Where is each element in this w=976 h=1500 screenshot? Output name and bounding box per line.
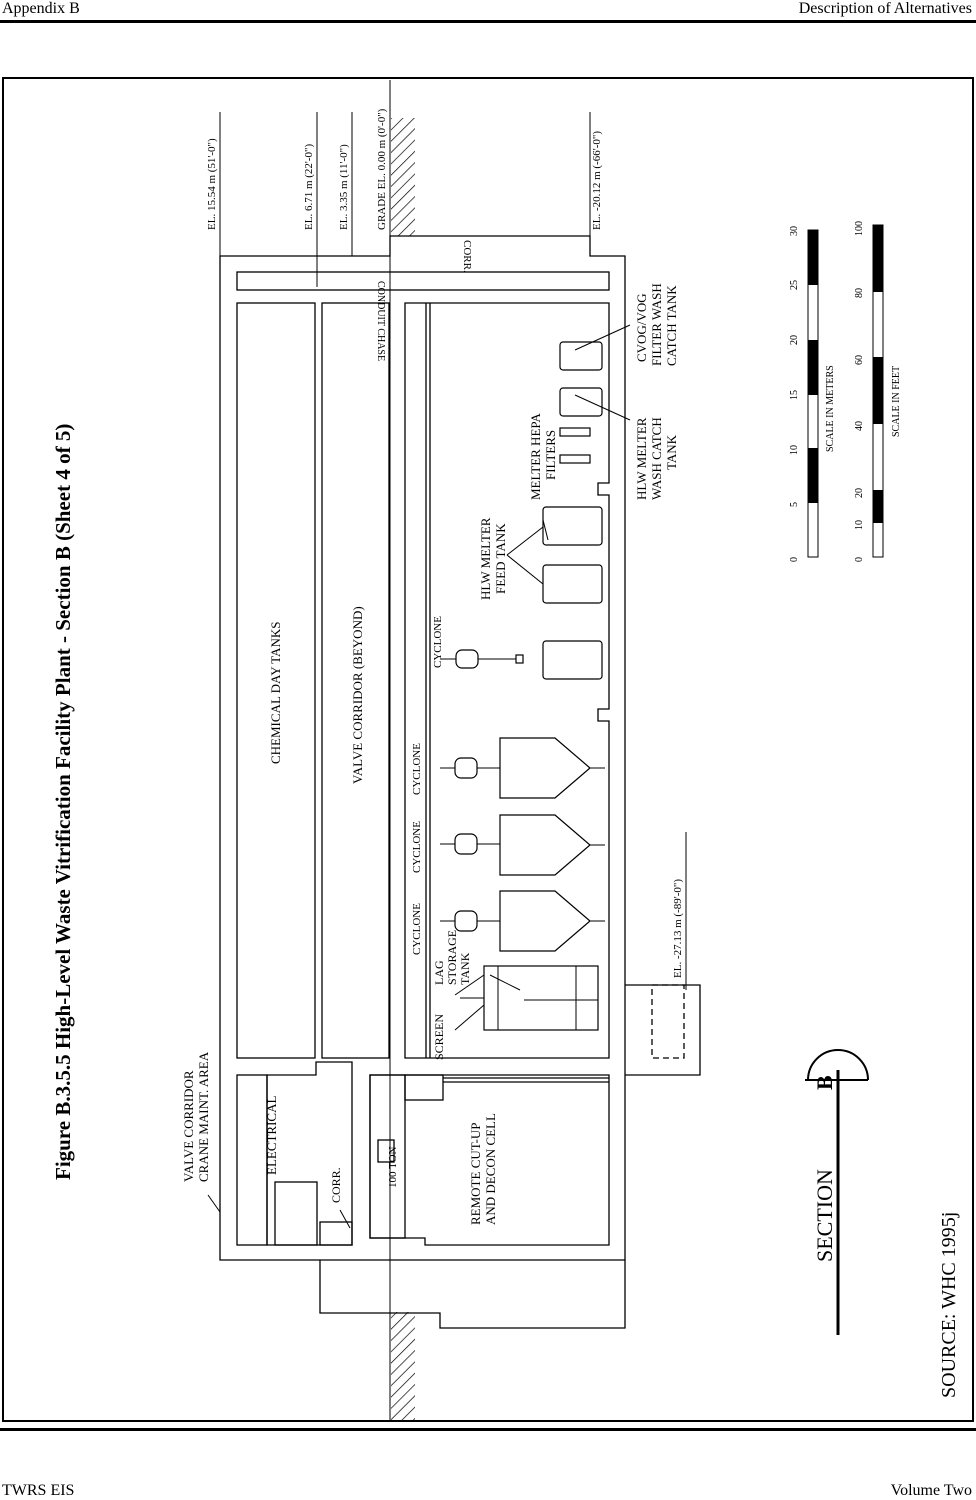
elevation-label: EL. -20.12 m (-66'-0") xyxy=(591,131,603,230)
header-rule xyxy=(0,20,976,23)
scale-tick-label: 25 xyxy=(789,280,800,290)
cyclone-label: CYCLONE xyxy=(411,743,423,795)
valve-corridor-beyond-label: VALVE CORRIDOR (BEYOND) xyxy=(350,606,365,784)
cyclone-label: CYCLONE xyxy=(432,616,444,668)
hlw-melter-feed-tank xyxy=(542,564,603,604)
tank xyxy=(542,640,603,680)
conduit-chase-label: CONDUIT CHASE xyxy=(375,281,386,361)
hepa-filter xyxy=(559,427,591,437)
cvog-label: CATCH TANK xyxy=(664,285,679,366)
hepa-label: MELTER HEPA xyxy=(528,413,543,500)
header-right: Description of Alternatives xyxy=(798,0,972,17)
lag-storage-label: LAG xyxy=(432,960,446,985)
footer-left: TWRS EIS xyxy=(2,1482,75,1499)
scale-tick-label: 10 xyxy=(789,445,800,455)
scale-tick-label: 20 xyxy=(789,335,800,345)
elevation-label: EL. 6.71 m (22'-0") xyxy=(303,143,315,230)
scale-tick-label: 0 xyxy=(789,557,800,562)
cyclone xyxy=(454,757,478,779)
elevation-lines xyxy=(219,80,687,990)
piping xyxy=(440,658,605,1030)
cyclone-label: CYCLONE xyxy=(411,821,423,873)
remote-cell-label: AND DECON CELL xyxy=(483,1113,498,1225)
elevation-label: EL. -27.13 m (-89'-0") xyxy=(672,879,684,978)
ground-hatch-icon xyxy=(391,1312,415,1420)
scale-tick-label: 15 xyxy=(789,390,800,400)
elevation-label: EL. 3.35 m (11'-0") xyxy=(338,144,350,230)
cyclone-hopper xyxy=(499,814,591,876)
electrical-label: ELECTRICAL xyxy=(264,1096,279,1175)
hepa-label: FILTERS xyxy=(543,430,558,480)
corr-label: CORR. xyxy=(329,1167,343,1203)
scale-tick-label: 60 xyxy=(854,355,865,365)
cyclone xyxy=(455,649,479,669)
cvog-label: FILTER WASH xyxy=(649,283,664,366)
cyclone xyxy=(454,910,478,932)
ground-hatch-icon xyxy=(391,118,415,236)
cyclone xyxy=(454,833,478,855)
footer-right: Volume Two xyxy=(890,1482,972,1499)
cyclone-hopper xyxy=(499,737,591,799)
section-label: SECTION xyxy=(812,1169,837,1262)
chemical-day-tanks-label: CHEMICAL DAY TANKS xyxy=(268,622,283,764)
elevation-label: EL. 15.54 m (51'-0") xyxy=(206,138,218,230)
chemical-day-tanks-area xyxy=(236,302,316,1059)
scale-tick-label: 100 xyxy=(854,221,865,236)
hlw-wash-label: HLW MELTER xyxy=(634,417,649,500)
hlw-feed-label: HLW MELTER xyxy=(478,517,493,600)
lag-storage-tank xyxy=(483,965,599,1031)
figure-frame xyxy=(2,77,974,1422)
scale-tick-label: 30 xyxy=(789,226,800,236)
process-cell xyxy=(404,302,610,1059)
screen-label: SCREEN xyxy=(432,1014,446,1060)
building-structure xyxy=(219,235,701,1329)
cyclone-hopper xyxy=(499,890,591,952)
section-marker-icon xyxy=(805,1049,869,1335)
figure-title: Figure B.3.5.5 High-Level Waste Vitrific… xyxy=(51,424,75,1180)
valve-corridor-area xyxy=(321,302,390,1059)
elevation-label: GRADE EL. 0.00 m (0'-0") xyxy=(376,108,388,230)
scale-tick-label: 20 xyxy=(854,488,865,498)
corr-room xyxy=(319,1221,353,1246)
scale-tick-label: 5 xyxy=(789,502,800,507)
process-vessels xyxy=(454,341,603,1031)
scale-tick-label: 10 xyxy=(854,520,865,530)
corr-top-label: CORR. xyxy=(461,240,473,273)
valve-corridor-crane-area xyxy=(236,1074,268,1246)
cyclone-label: CYCLONE xyxy=(411,903,423,955)
conduit-chase xyxy=(236,271,610,291)
scale-bar-meters xyxy=(807,229,819,558)
hlw-wash-label: TANK xyxy=(664,434,679,470)
scale-meters-caption: SCALE IN METERS xyxy=(825,365,836,452)
hlw-wash-label: WASH CATCH xyxy=(649,417,664,500)
scale-tick-label: 0 xyxy=(854,557,865,562)
section-mark-label: B xyxy=(812,1075,837,1090)
hlw-melter-feed-tank xyxy=(542,506,603,546)
scale-tick-label: 40 xyxy=(854,421,865,431)
scale-bar-feet xyxy=(872,224,884,558)
valve-crane-label: CRANE MAINT. AREA xyxy=(196,1051,211,1182)
scale-tick-label: 80 xyxy=(854,288,865,298)
lag-storage-label: STORAGE xyxy=(445,930,459,985)
hlw-melter-wash-catch-tank xyxy=(559,387,603,417)
scale-feet-caption: SCALE IN FEET xyxy=(891,366,902,437)
valve-crane-label: VALVE CORRIDOR xyxy=(181,1070,196,1182)
cvog-label: CVOG/VOG xyxy=(634,293,649,362)
header-left: Appendix B xyxy=(2,0,80,17)
hepa-filter xyxy=(559,454,591,464)
hlw-feed-label: FEED TANK xyxy=(493,523,508,594)
small-room xyxy=(274,1181,318,1246)
small-vessel xyxy=(515,654,524,664)
leaders xyxy=(207,324,631,1229)
cvog-filter-wash-catch-tank xyxy=(559,341,603,371)
lag-storage-label: TANK xyxy=(458,952,472,985)
footer-rule xyxy=(0,1428,976,1431)
crane-100-ton-label: 100 TON xyxy=(387,1146,399,1188)
source-label: SOURCE: WHC 1995j xyxy=(938,1212,960,1398)
remote-cell-label: REMOTE CUT-UP xyxy=(468,1123,483,1225)
